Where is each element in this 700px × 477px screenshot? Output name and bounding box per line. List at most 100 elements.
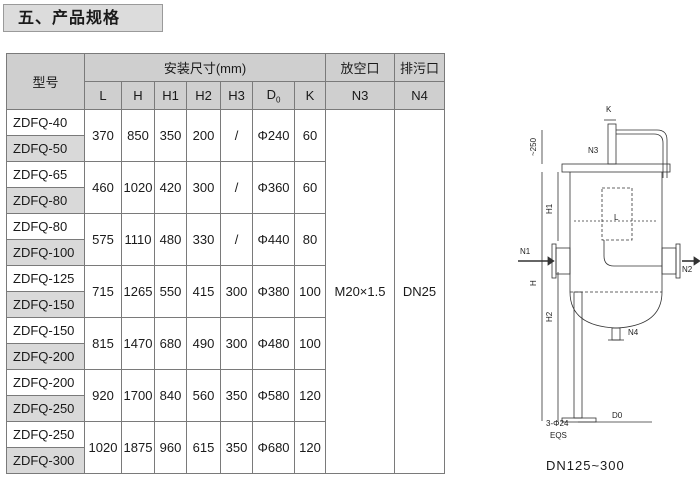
value-h3: /: [220, 161, 253, 214]
filter-drawing: K N3 ~250 L H1 N1 N2 H H2 N4 3-Φ24 EQS D…: [518, 105, 700, 440]
value-h3: 350: [220, 369, 253, 422]
value-l: 460: [84, 161, 122, 214]
value-h3: /: [220, 213, 253, 266]
value-h2: 415: [186, 265, 221, 318]
value-h1: 350: [154, 109, 187, 162]
value-h3: /: [220, 109, 253, 162]
label-250: ~250: [529, 137, 538, 156]
model-cell: ZDFQ-300: [6, 447, 85, 474]
value-h2: 200: [186, 109, 221, 162]
model-cell: ZDFQ-65: [6, 161, 85, 188]
label-d0: D0: [612, 411, 623, 420]
value-k: 120: [294, 369, 326, 422]
value-d0: Φ380: [252, 265, 295, 318]
value-k: 60: [294, 161, 326, 214]
value-h1: 420: [154, 161, 187, 214]
value-h1: 680: [154, 317, 187, 370]
value-d0: Φ680: [252, 421, 295, 474]
install-dimensions-header: 安装尺寸(mm): [84, 53, 326, 82]
inlet-arrow-head: [547, 256, 555, 266]
label-l: L: [614, 213, 619, 222]
model-cell: ZDFQ-200: [6, 369, 85, 396]
label-h: H: [529, 280, 538, 286]
value-k: 60: [294, 109, 326, 162]
label-eqs: EQS: [550, 431, 567, 440]
outlet-arrow-head: [693, 256, 700, 266]
col-header-h2: H2: [186, 81, 221, 110]
value-h: 1265: [121, 265, 155, 318]
value-h: 1020: [121, 161, 155, 214]
label-h1: H1: [545, 203, 554, 214]
value-h2: 330: [186, 213, 221, 266]
value-h2: 490: [186, 317, 221, 370]
outlet-flange: [675, 243, 681, 279]
drawing-caption: DN125~300: [546, 458, 625, 473]
value-h: 850: [121, 109, 155, 162]
col-header-d0: D0: [252, 81, 295, 110]
model-cell: ZDFQ-250: [6, 421, 85, 448]
vent-value: M20×1.5: [325, 109, 395, 474]
model-cell: ZDFQ-80: [6, 187, 85, 214]
model-header: 型号: [6, 53, 85, 110]
value-k: 100: [294, 265, 326, 318]
drain-value: DN25: [394, 109, 445, 474]
label-bolt: 3-Φ24: [546, 419, 569, 428]
vent-sub-header: N3: [325, 81, 395, 110]
value-d0: Φ360: [252, 161, 295, 214]
label-n1: N1: [520, 247, 531, 256]
label-k: K: [606, 105, 612, 114]
model-cell: ZDFQ-100: [6, 239, 85, 266]
drain-header: 排污口: [394, 53, 445, 82]
col-header-h1: H1: [154, 81, 187, 110]
drain-sub-header: N4: [394, 81, 445, 110]
top-flange: [561, 163, 671, 173]
model-cell: ZDFQ-150: [6, 291, 85, 318]
col-header-k: K: [294, 81, 326, 110]
section-title: 五、产品规格: [3, 4, 163, 32]
value-l: 815: [84, 317, 122, 370]
value-h1: 840: [154, 369, 187, 422]
value-h2: 300: [186, 161, 221, 214]
value-h3: 300: [220, 317, 253, 370]
col-header-h: H: [121, 81, 155, 110]
value-d0: Φ580: [252, 369, 295, 422]
label-n3: N3: [588, 146, 599, 155]
value-l: 575: [84, 213, 122, 266]
model-cell: ZDFQ-50: [6, 135, 85, 162]
model-cell: ZDFQ-80: [6, 213, 85, 240]
model-cell: ZDFQ-200: [6, 343, 85, 370]
model-cell: ZDFQ-150: [6, 317, 85, 344]
value-l: 1020: [84, 421, 122, 474]
outlet-pipe: [603, 240, 662, 267]
model-cell: ZDFQ-40: [6, 109, 85, 136]
col-header-l: L: [84, 81, 122, 110]
value-h: 1470: [121, 317, 155, 370]
value-d0: Φ240: [252, 109, 295, 162]
vent-header: 放空口: [325, 53, 395, 82]
vessel-body: [569, 172, 663, 329]
label-n2: N2: [682, 265, 693, 274]
value-h1: 480: [154, 213, 187, 266]
inlet-nozzle: [555, 247, 571, 275]
value-h: 1110: [121, 213, 155, 266]
value-h: 1875: [121, 421, 155, 474]
value-h1: 960: [154, 421, 187, 474]
label-n4: N4: [628, 328, 639, 337]
value-l: 920: [84, 369, 122, 422]
spec-table: 型号 安装尺寸(mm) 放空口 排污口 L H H1 H2 H3 D0 K N3…: [6, 53, 445, 474]
value-k: 80: [294, 213, 326, 266]
label-h2: H2: [545, 311, 554, 322]
value-h1: 550: [154, 265, 187, 318]
value-h2: 615: [186, 421, 221, 474]
value-d0: Φ440: [252, 213, 295, 266]
model-cell: ZDFQ-250: [6, 395, 85, 422]
value-k: 120: [294, 421, 326, 474]
lifting-pipe: [616, 129, 668, 178]
value-l: 715: [84, 265, 122, 318]
drain-nozzle: [611, 327, 621, 341]
col-header-h3: H3: [220, 81, 253, 110]
value-k: 100: [294, 317, 326, 370]
lifting-pipe-inner: [616, 133, 664, 178]
model-cell: ZDFQ-125: [6, 265, 85, 292]
value-d0: Φ480: [252, 317, 295, 370]
